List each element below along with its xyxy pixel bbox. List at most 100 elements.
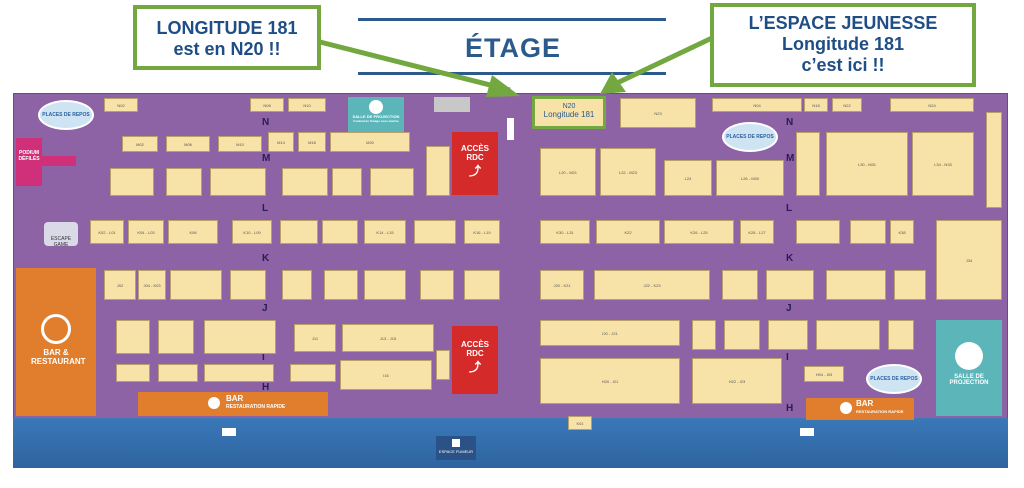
stand-m-block3[interactable] bbox=[210, 168, 266, 196]
stand-j-block7[interactable] bbox=[464, 270, 500, 300]
stand-i-block5[interactable] bbox=[724, 320, 760, 350]
stand-m10[interactable]: M10 bbox=[218, 136, 262, 152]
row-letter-n-left: N bbox=[262, 117, 270, 128]
stand-h-block1[interactable] bbox=[116, 364, 150, 382]
stand-i20[interactable]: I20 - J21 bbox=[540, 320, 680, 346]
stand-k-block5[interactable] bbox=[850, 220, 886, 244]
stand-j-block6[interactable] bbox=[420, 270, 454, 300]
stand-j-block5[interactable] bbox=[364, 270, 406, 300]
row-letter-n-right: N bbox=[786, 117, 794, 128]
stand-h-col[interactable] bbox=[436, 350, 450, 380]
stand-n04[interactable]: N04 bbox=[712, 98, 802, 112]
stand-j-block10[interactable] bbox=[826, 270, 886, 300]
stand-h22[interactable]: H22 - I23 bbox=[692, 358, 782, 404]
stand-i-block8[interactable] bbox=[888, 320, 914, 350]
stand-j02[interactable]: J02 bbox=[104, 270, 136, 300]
stand-h-block2[interactable] bbox=[158, 364, 198, 382]
stand-m18[interactable]: M18 bbox=[298, 132, 326, 152]
stand-h04[interactable]: H04 - I03 bbox=[804, 366, 844, 382]
stand-j-block4[interactable] bbox=[324, 270, 358, 300]
stand-m-left-block[interactable] bbox=[110, 168, 154, 196]
stand-j-block2[interactable] bbox=[230, 270, 266, 300]
acces-rdc-top-label: ACCÈS RDC bbox=[460, 144, 489, 162]
stand-j11[interactable]: J11 bbox=[294, 324, 336, 352]
stand-m-block5[interactable] bbox=[332, 168, 362, 196]
stand-n24[interactable]: N24 bbox=[890, 98, 974, 112]
stand-n20-highlight[interactable]: N20 Longitude 181 bbox=[532, 96, 606, 129]
stand-j34[interactable]: J34 bbox=[936, 220, 1002, 300]
toilets-icon-right bbox=[800, 428, 814, 436]
projection-icon-small bbox=[369, 100, 383, 114]
stand-n23[interactable]: N23 bbox=[620, 98, 696, 128]
stand-n02[interactable]: N02 bbox=[104, 98, 138, 112]
stand-m02[interactable]: M02 bbox=[122, 136, 158, 152]
stand-k04[interactable]: K04 - L03 bbox=[128, 220, 164, 244]
callout-left-line1: LONGITUDE 181 bbox=[156, 18, 298, 38]
stand-l26[interactable]: L26 - M30 bbox=[716, 160, 784, 196]
stand-m20[interactable]: M20 bbox=[330, 132, 410, 152]
stand-i-block2[interactable] bbox=[158, 320, 194, 354]
bar-restaurant: BAR & RESTAURANT bbox=[16, 268, 96, 416]
stand-m-block4[interactable] bbox=[282, 168, 328, 196]
stand-n08[interactable]: N08 bbox=[250, 98, 284, 112]
stand-l22[interactable]: L22 - M23 bbox=[600, 148, 656, 196]
stand-k22[interactable]: K22 bbox=[596, 220, 660, 244]
stand-k-block3[interactable] bbox=[414, 220, 456, 244]
stand-j-block8[interactable] bbox=[722, 270, 758, 300]
stand-k-block1[interactable] bbox=[280, 220, 318, 244]
stand-k38[interactable]: K38 bbox=[890, 220, 914, 244]
stand-k-block4[interactable] bbox=[796, 220, 840, 244]
acces-rdc-bottom-label: ACCÈS RDC bbox=[460, 340, 489, 358]
n20-name: Longitude 181 bbox=[543, 110, 595, 119]
stand-m06[interactable]: M06 bbox=[166, 136, 210, 152]
stand-i-block4[interactable] bbox=[692, 320, 716, 350]
stand-n10[interactable]: N10 bbox=[288, 98, 326, 112]
stand-k10[interactable]: K10 - L09 bbox=[232, 220, 272, 244]
stand-l30[interactable]: L30 - M31 bbox=[826, 132, 908, 196]
n20-label: N20 bbox=[562, 103, 576, 110]
stand-k-block2[interactable] bbox=[322, 220, 358, 244]
stand-i-block6[interactable] bbox=[768, 320, 808, 350]
stand-m-right-col[interactable] bbox=[796, 132, 820, 196]
salle-projection-small-label: SALLE DE PROJECTION bbox=[352, 114, 400, 119]
stand-j-block1[interactable] bbox=[170, 270, 222, 300]
bar-restaurant-label: BAR & RESTAURANT bbox=[31, 348, 86, 366]
stand-k02[interactable]: K02 - L01 bbox=[90, 220, 124, 244]
stand-l24[interactable]: L24 bbox=[664, 160, 712, 196]
stand-k26[interactable]: K26 - L25 bbox=[664, 220, 734, 244]
stand-k28[interactable]: K28 - L27 bbox=[740, 220, 774, 244]
stand-j20[interactable]: J20 - K21 bbox=[540, 270, 584, 300]
stand-i16[interactable]: I16 bbox=[340, 360, 432, 390]
callout-arrows bbox=[319, 35, 714, 97]
stand-h20[interactable]: H20 - I21 bbox=[540, 358, 680, 404]
stand-i-block3[interactable] bbox=[204, 320, 276, 354]
stand-j-block9[interactable] bbox=[766, 270, 814, 300]
stand-j-block3[interactable] bbox=[282, 270, 312, 300]
stand-n33[interactable] bbox=[986, 112, 1002, 208]
stand-k01[interactable]: K01 bbox=[568, 416, 592, 430]
stand-k30[interactable]: K30 - L31 bbox=[540, 220, 590, 244]
stand-j13[interactable]: J13 - J15 bbox=[342, 324, 434, 352]
stand-h-block3[interactable] bbox=[204, 364, 274, 382]
callout-espace-jeunesse: L’ESPACE JEUNESSE Longitude 181 c’est ic… bbox=[710, 3, 976, 87]
stand-m-block6[interactable] bbox=[370, 168, 414, 196]
arrow-right-head bbox=[600, 72, 626, 94]
podium-label: PODIUM DÉFILÉS bbox=[18, 150, 40, 162]
stand-i-block7[interactable] bbox=[816, 320, 880, 350]
stand-k16[interactable]: K16 - L19 bbox=[464, 220, 500, 244]
stand-j-block11[interactable] bbox=[894, 270, 926, 300]
stand-l34[interactable]: L34 - N33 bbox=[912, 132, 974, 196]
stand-m14[interactable]: M14 bbox=[268, 132, 294, 152]
stand-j22[interactable]: J22 - K23 bbox=[594, 270, 710, 300]
stand-h-block4[interactable] bbox=[290, 364, 336, 382]
stand-n22[interactable]: N22 bbox=[832, 98, 862, 112]
stand-i-block1[interactable] bbox=[116, 320, 150, 354]
stand-j04[interactable]: J04 - K03 bbox=[138, 270, 166, 300]
row-letter-l-right: L bbox=[786, 203, 793, 214]
stand-n18[interactable]: N18 bbox=[804, 98, 828, 112]
stand-k06[interactable]: K06 bbox=[168, 220, 218, 244]
stand-m-block7[interactable] bbox=[426, 146, 450, 196]
stand-l20[interactable]: L20 - M21 bbox=[540, 148, 596, 196]
stand-m-block2[interactable] bbox=[166, 168, 202, 196]
stand-k14[interactable]: K14 - L15 bbox=[364, 220, 406, 244]
